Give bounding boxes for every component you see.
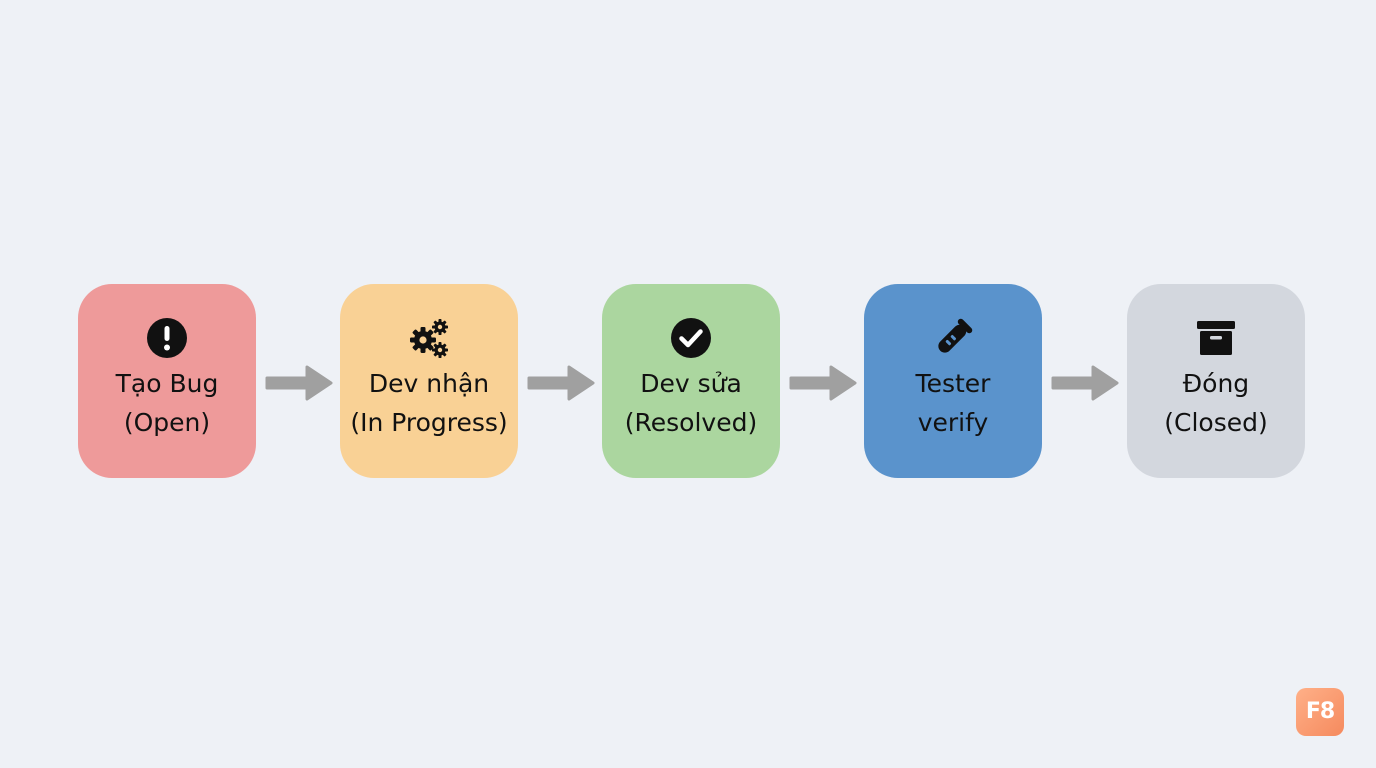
step-label: Đóng (Closed) [1127,364,1305,442]
step-title: Dev sửa [640,369,742,398]
gears-icon [407,316,451,360]
f8-logo: F8 [1296,688,1344,736]
step-status: verify [917,408,989,437]
step-title: Tester [915,369,991,398]
step-status: (Open) [123,408,211,437]
step-in-progress: Dev nhận (In Progress) [340,284,518,478]
step-status: (Resolved) [624,408,758,437]
step-title: Tạo Bug [115,369,219,398]
arrow-right-icon [787,363,857,403]
step-label: Tạo Bug (Open) [78,364,256,442]
step-status: (In Progress) [350,408,508,437]
step-label: Tester verify [864,364,1042,442]
exclamation-circle-icon [145,316,189,360]
step-resolved: Dev sửa (Resolved) [602,284,780,478]
step-status: (Closed) [1164,408,1268,437]
step-title: Dev nhận [368,369,490,398]
step-title: Đóng [1182,369,1250,398]
step-tester-verify: Tester verify [864,284,1042,478]
step-label: Dev sửa (Resolved) [602,364,780,442]
step-open: Tạo Bug (Open) [78,284,256,478]
step-label: Dev nhận (In Progress) [340,364,518,442]
arrow-right-icon [1049,363,1119,403]
step-closed: Đóng (Closed) [1127,284,1305,478]
test-tube-icon [931,316,975,360]
arrow-right-icon [263,363,333,403]
archive-box-icon [1194,316,1238,360]
arrow-right-icon [525,363,595,403]
check-circle-icon [669,316,713,360]
